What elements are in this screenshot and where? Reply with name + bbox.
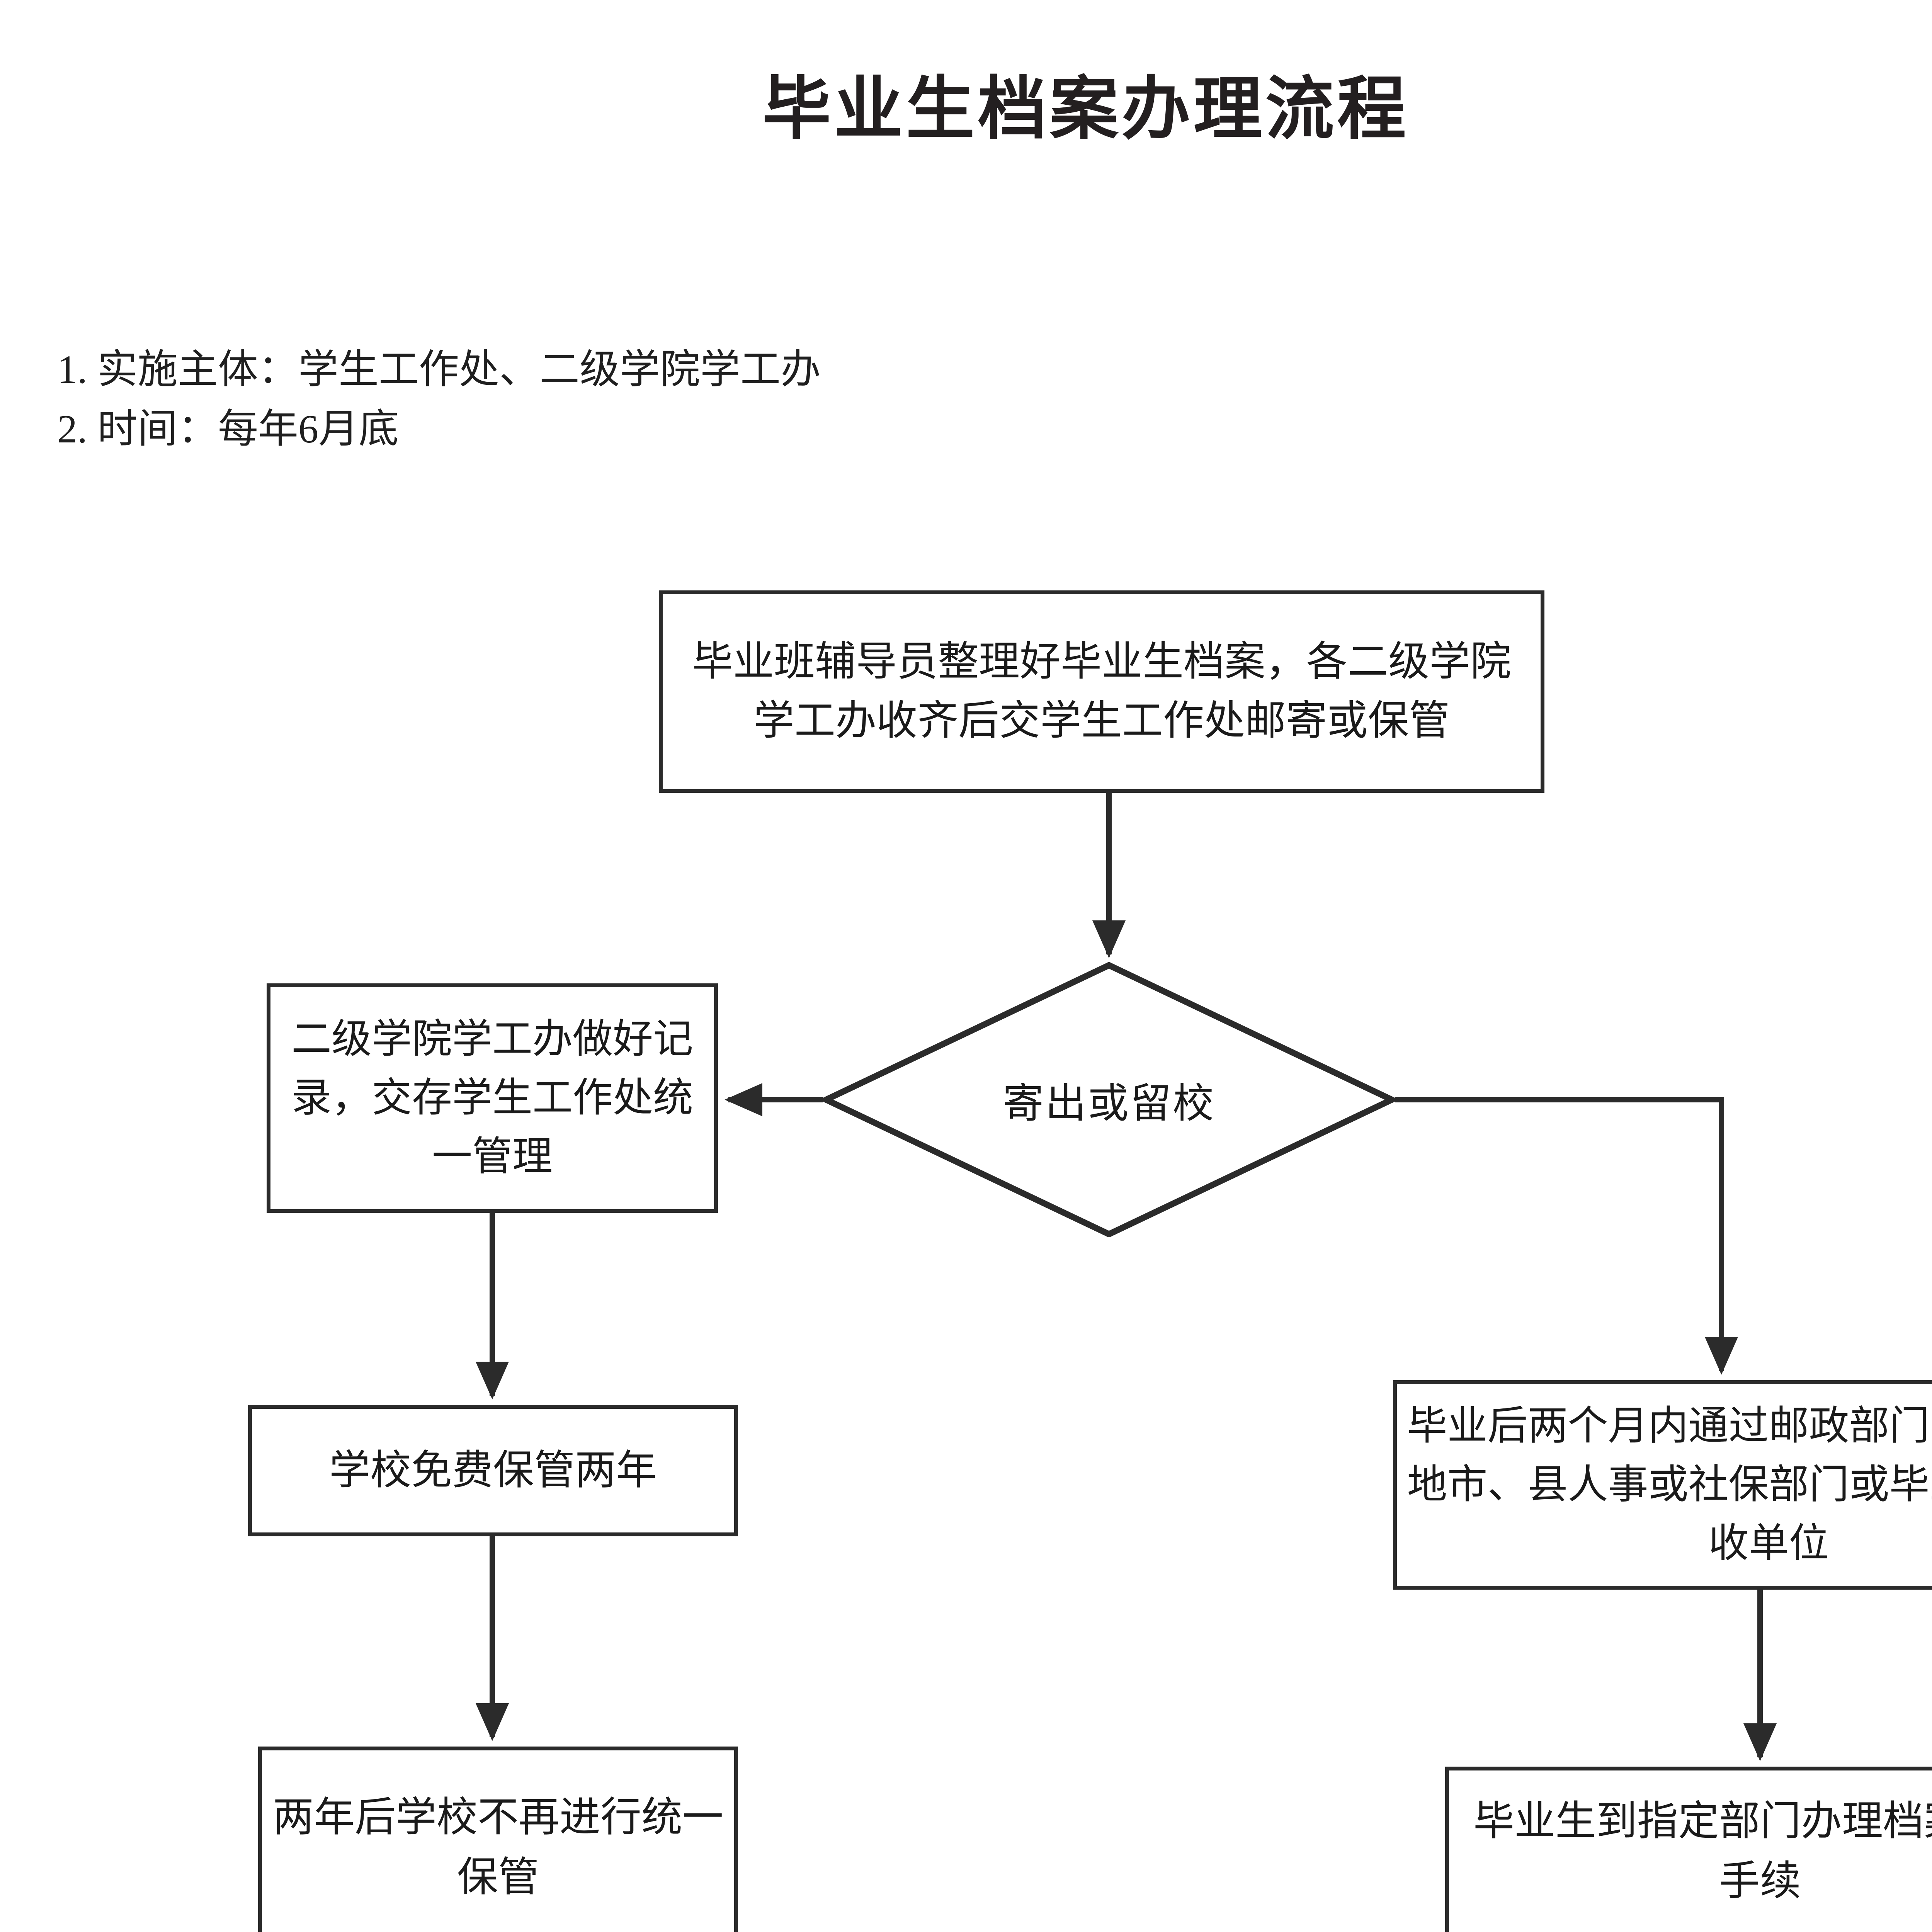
process-node-record-keeping[interactable]: 二级学院学工办做好记录，交存学生工作处统一管理 (267, 983, 718, 1213)
process-node-after-two-years-label: 两年后学校不再进行统一保管 (273, 1795, 723, 1900)
edge-decision-to-mail (1395, 1097, 1738, 1375)
decision-node-mail-or-keep-label: 寄出或留校 (1003, 1081, 1215, 1126)
process-node-custody-procedures[interactable]: 毕业生到指定部门办理档案托管手续 (1445, 1767, 1932, 1932)
decision-node-mail-or-keep[interactable]: 寄出或留校 (823, 962, 1395, 1237)
process-node-record-keeping-label: 二级学院学工办做好记录，交存学生工作处统一管理 (291, 1017, 693, 1179)
process-node-custody-procedures-label: 毕业生到指定部门办理档案托管手续 (1473, 1799, 1932, 1904)
process-node-collect-archives[interactable]: 毕业班辅导员整理好毕业生档案，各二级学院学工办收齐后交学生工作处邮寄或保管 (659, 590, 1544, 793)
process-node-free-storage-two-years-label: 学校免费保管两年 (329, 1447, 657, 1493)
process-node-collect-archives-label: 毕业班辅导员整理好毕业生档案，各二级学院学工办收齐后交学生工作处邮寄或保管 (692, 639, 1511, 743)
page-title: 毕业生档案办理流程 (762, 69, 1409, 149)
notes-block: 1. 实施主体：学生工作处、二级学院学工办 2. 时间：每年6月底 (57, 340, 821, 459)
process-node-mail-to-hometown[interactable]: 毕业后两个月内通过邮政部门邮寄回生源地市、县人事或社保部门或毕业生制定接收单位 (1393, 1380, 1932, 1590)
process-node-free-storage-two-years[interactable]: 学校免费保管两年 (248, 1405, 738, 1536)
note-line-time: 2. 时间：每年6月底 (57, 406, 399, 451)
note-line-implementer: 1. 实施主体：学生工作处、二级学院学工办 (57, 347, 821, 392)
process-node-mail-to-hometown-label: 毕业后两个月内通过邮政部门邮寄回生源地市、县人事或社保部门或毕业生制定接收单位 (1407, 1404, 1932, 1566)
process-node-after-two-years[interactable]: 两年后学校不再进行统一保管 (258, 1747, 738, 1932)
diamond-shape (823, 962, 1395, 1237)
